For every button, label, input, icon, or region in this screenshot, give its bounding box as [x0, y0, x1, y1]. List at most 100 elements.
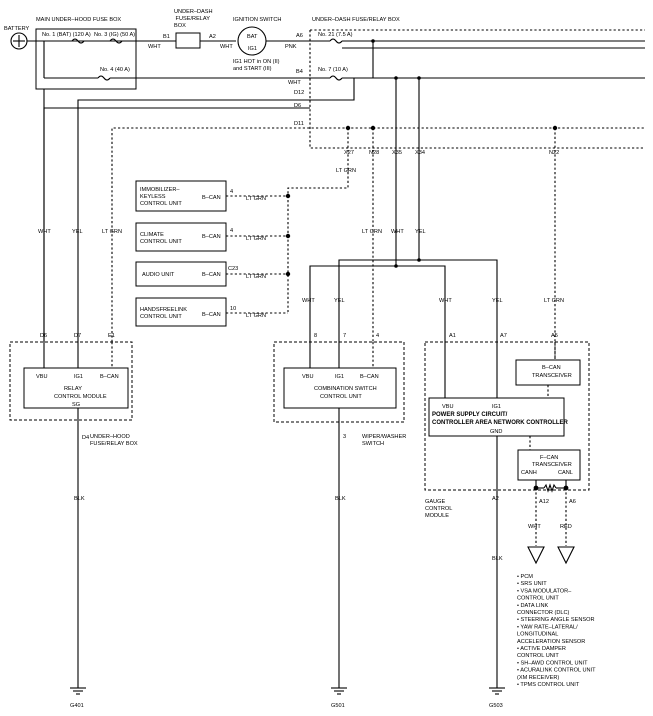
wire-label-ltgrn-5: LT GRN: [246, 313, 266, 319]
pin-b4: B4: [296, 69, 303, 75]
ignition-switch-title: IGNITION SWITCH: [233, 17, 281, 23]
gauge-ps-1: POWER SUPPLY CIRCUIT/: [432, 412, 508, 418]
relay-box-title: UNDER–DASH FUSE/RELAY BOX: [174, 9, 213, 29]
relay-bcan: B–CAN: [100, 374, 119, 380]
wire-label-ltgrn-3: LT GRN: [246, 236, 266, 242]
pin-relay-e1: E1: [108, 333, 115, 339]
fuse-4-label: No. 4 (40 A): [100, 67, 130, 73]
wire-label-ltgrn-left: LT GRN: [102, 229, 122, 235]
ground-g501: G501: [331, 687, 347, 709]
wire-label-ltgrn-gauge: LT GRN: [544, 298, 564, 304]
pin-combo-8: 8: [314, 333, 317, 339]
ground-g501-label: G501: [331, 703, 345, 709]
handsfree-bcan: B–CAN: [202, 312, 221, 318]
pin-d11: D11: [294, 121, 304, 127]
fcan-list-item: LONGITUDINAL: [517, 632, 558, 638]
ignition-note: IG1 HOT in ON (II)and START (III): [233, 59, 280, 72]
fcan-device-list: • PCM• SRS UNIT• VSA MODULATOR– CONTROL …: [517, 574, 596, 688]
ground-g503-label: G503: [489, 703, 503, 709]
fcan-list-item: • PCM: [517, 574, 533, 580]
gauge-control-module: A1 A7 A5 B–CAN TRANSCEIVER VBU IG1 POWER…: [424, 333, 590, 519]
pin-combo-7: 7: [343, 333, 346, 339]
gauge-canl: CANL: [558, 470, 573, 476]
fcan-list-item: CONTROL UNIT: [517, 596, 559, 602]
fcan-connector-l: [557, 546, 575, 565]
under-dash-relay-box-top: UNDER–DASH FUSE/RELAY BOX B1 A2: [163, 9, 216, 49]
wire-label-wht-3: WHT: [288, 80, 301, 86]
pin-gauge-a7: A7: [500, 333, 507, 339]
gauge-fcan-transceiver: TRANSCEIVER: [532, 462, 572, 468]
wire-label-blk-1: BLK: [74, 496, 85, 502]
pin-gauge-a1: A1: [449, 333, 456, 339]
gauge-name-2: CONTROL: [425, 506, 452, 512]
wire-label-ltgrn-n28: LT GRN: [362, 229, 382, 235]
pin-x35: X35: [392, 150, 402, 156]
audio-bcan: B–CAN: [202, 272, 221, 278]
gauge-bcan: B–CAN: [542, 365, 561, 371]
fcan-list-item: • DATA LINK: [517, 603, 549, 609]
pin-gauge-a2: A2: [492, 496, 499, 502]
fcan-list-item: • TPMS CONTROL UNIT: [517, 682, 580, 688]
wire-label-red-canl: RED: [560, 524, 572, 530]
pin-d6: D6: [294, 103, 301, 109]
pin-combo-4: 4: [376, 333, 379, 339]
pin-n22: N22: [549, 150, 559, 156]
fuse-1-label: No. 1 (BAT) (120 A): [42, 32, 91, 38]
gauge-ig1: IG1: [492, 404, 501, 410]
pin-a2: A2: [209, 34, 216, 40]
fuse-21-label: No. 21 (7.5 A): [318, 32, 353, 38]
fcan-list-item: • STEERING ANGLE SENSOR: [517, 617, 595, 623]
wire-label-blk-2: BLK: [335, 496, 346, 502]
gauge-vbu: VBU: [442, 404, 454, 410]
wire-label-yel-left: YEL: [72, 229, 83, 235]
gauge-name-3: MODULE: [425, 513, 449, 519]
fcan-list-item: • ACTIVE DAMPER: [517, 646, 566, 652]
relay-control-module: D6 D7 E1 VBU IG1 B–CAN RELAY CONTROL MOD…: [9, 333, 138, 447]
relay-name-2: CONTROL MODULE: [54, 394, 107, 400]
pin-a6: A6: [296, 33, 303, 39]
combination-switch: 8 7 4 VBU IG1 B–CAN COMBINATION SWITCH C…: [273, 333, 406, 447]
pin-audio: C23: [228, 266, 238, 272]
battery: BATTERY: [4, 26, 30, 50]
audio-unit: AUDIO UNIT B–CAN C23: [135, 261, 238, 287]
wire-label-yel-gauge: YEL: [492, 298, 503, 304]
fcan-list-item: • SRS UNIT: [517, 581, 547, 587]
ground-g401: G401: [70, 687, 86, 709]
fcan-list-item: (XM RECEIVER): [517, 675, 559, 681]
wire-label-ltgrn-2: LT GRN: [246, 196, 266, 202]
relay-ig1: IG1: [74, 374, 83, 380]
relay-box-1: UNDER–HOOD: [90, 434, 130, 440]
wire-label-wht-gauge: WHT: [439, 298, 452, 304]
wire-label-yel-combo: YEL: [334, 298, 345, 304]
wire-label-ltgrn-4: LT GRN: [246, 274, 266, 280]
wire-label-wht-canh: WHT: [528, 524, 541, 530]
wire-label-ltgrn-1: LT GRN: [336, 168, 356, 174]
fuse-3-label: No. 3 (IG) (50 A): [94, 32, 135, 38]
pin-x27: X27: [344, 150, 354, 156]
pin-x34: X34: [415, 150, 425, 156]
pin-hands: 10: [230, 306, 236, 312]
combo-ig1: IG1: [335, 374, 344, 380]
ground-g503: G503: [489, 687, 505, 709]
wire-label-wht-combo: WHT: [302, 298, 315, 304]
ignition-switch: IGNITION SWITCH BAT IG1 IG1 HOT in ON (I…: [233, 17, 281, 72]
gauge-gnd: GND: [490, 429, 502, 435]
under-dash-fuse-box-right: UNDER–DASH FUSE/RELAY BOX No. 21 (7.5 A)…: [294, 17, 645, 149]
fcan-list-item: ACCELERATION SENSOR: [517, 639, 585, 645]
battery-label: BATTERY: [4, 26, 30, 32]
fuse-box-right-title: UNDER–DASH FUSE/RELAY BOX: [312, 17, 400, 23]
pin-combo-3: 3: [343, 434, 346, 440]
fuse-7-label: No. 7 (10 A): [318, 67, 348, 73]
pin-d12: D12: [294, 90, 304, 96]
fcan-list-item: • YAW RATE–LATERAL/: [517, 624, 578, 630]
pin-gauge-a12: A12: [539, 499, 549, 505]
main-fuse-box-title: MAIN UNDER–HOOD FUSE BOX: [36, 17, 121, 23]
pin-clim: 4: [230, 228, 233, 234]
relay-vbu: VBU: [36, 374, 48, 380]
relay-sg: SG: [72, 402, 80, 408]
